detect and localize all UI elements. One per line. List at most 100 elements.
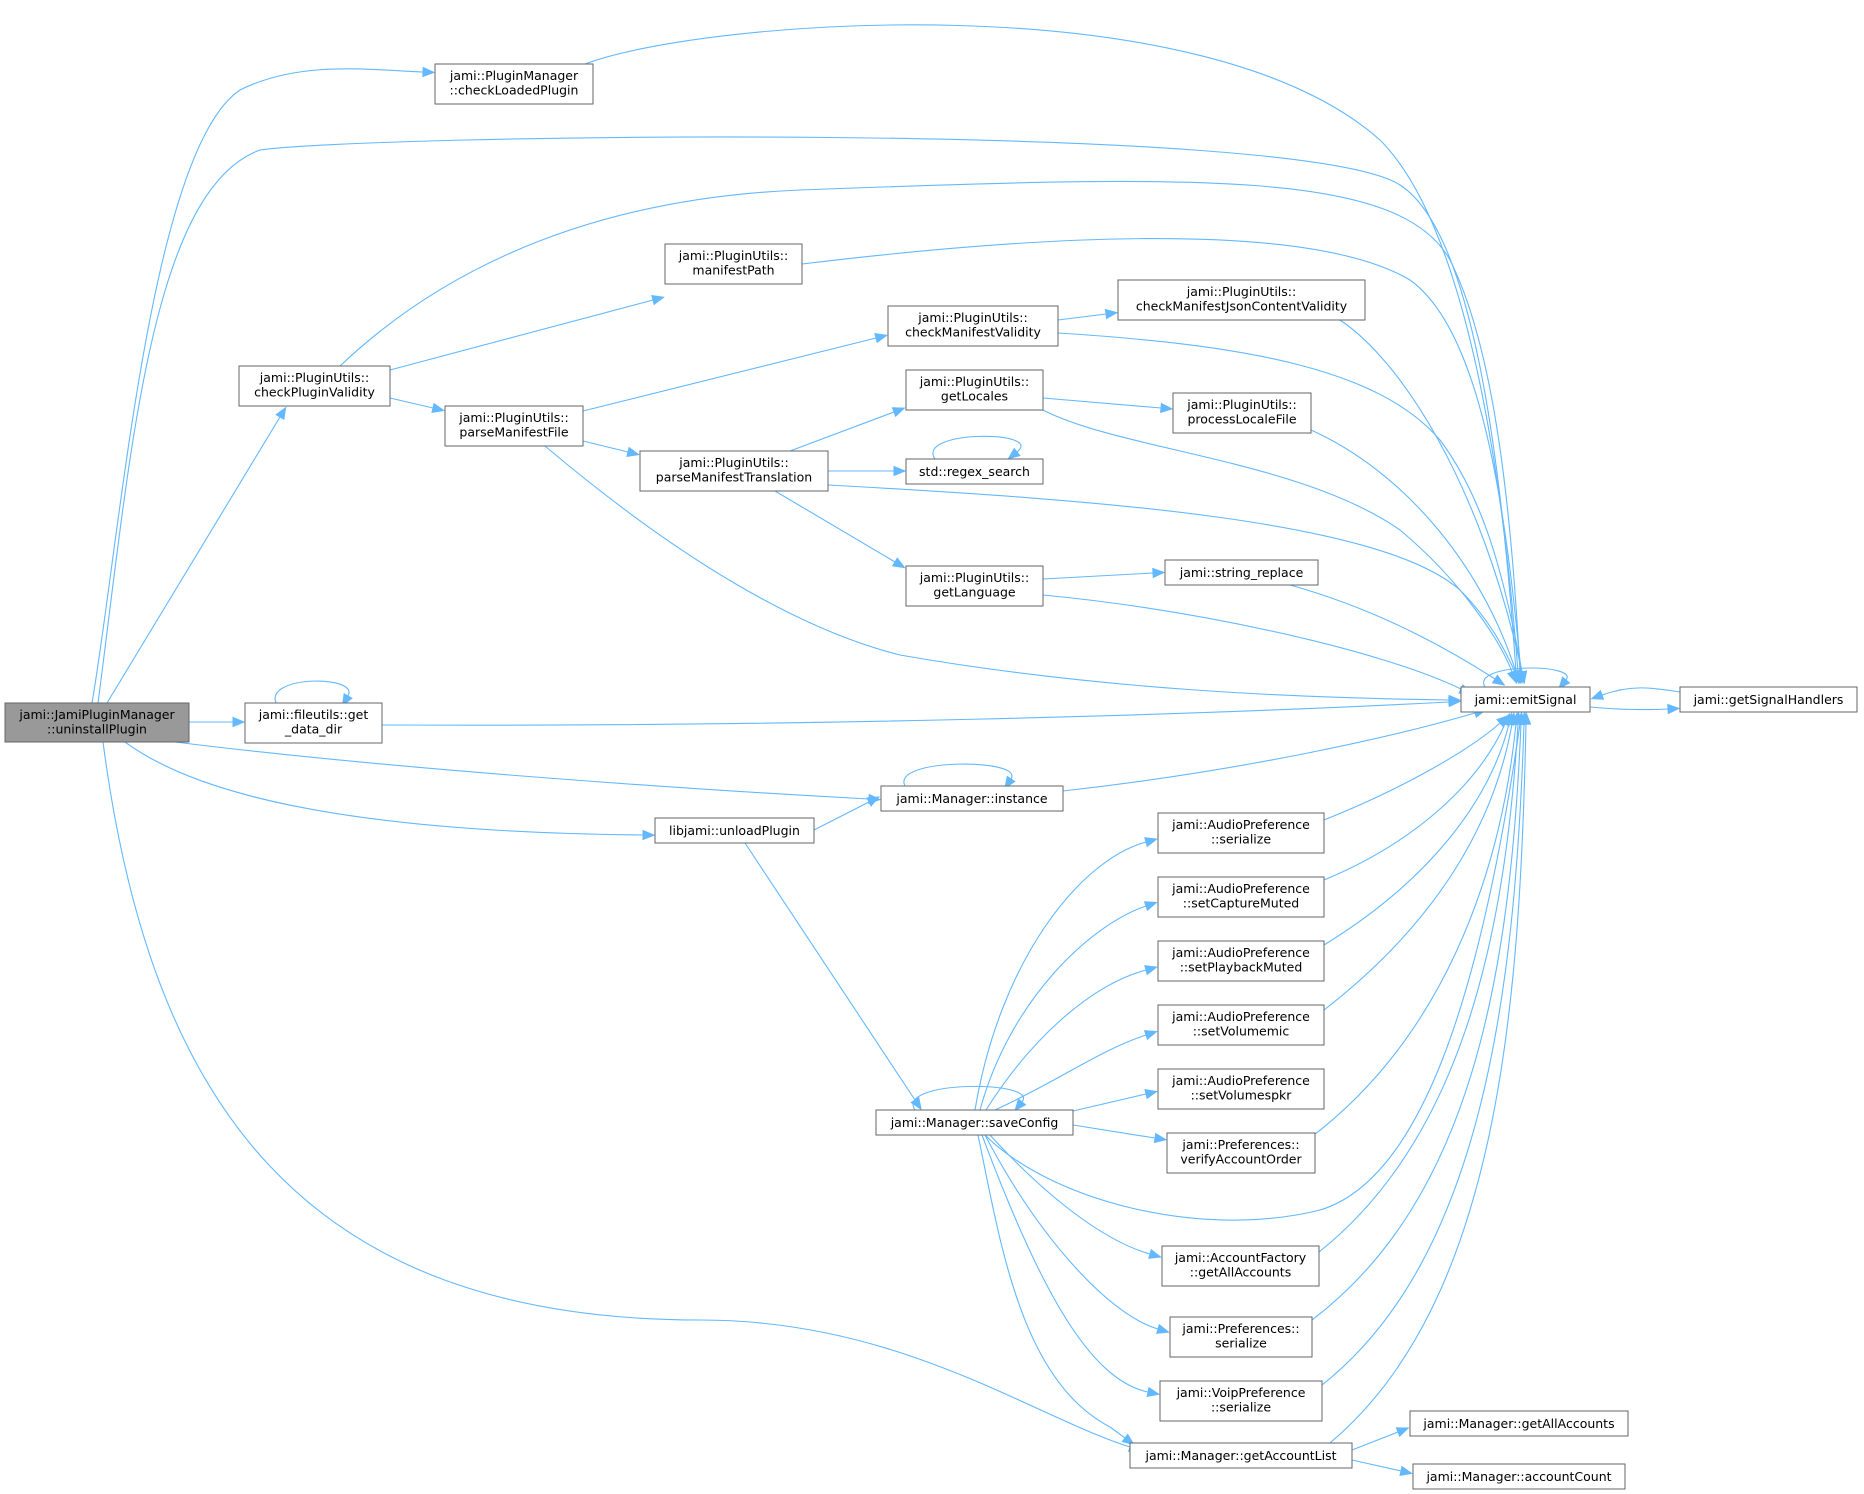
node-box	[1679, 686, 1858, 713]
node-saveConfig[interactable]: jami::Manager::saveConfig	[875, 1109, 1074, 1136]
edge-uninstall-to-instance	[174, 741, 882, 805]
node-checkValidity[interactable]: jami::PluginUtils::checkPluginValidity	[238, 365, 391, 407]
arrowhead	[893, 465, 907, 477]
node-getLocales[interactable]: jami::PluginUtils::getLocales	[905, 369, 1044, 411]
node-instance[interactable]: jami::Manager::instance	[880, 785, 1064, 812]
node-label: ::setVolumespkr	[1191, 1088, 1293, 1103]
node-box	[1412, 1463, 1626, 1490]
edge-saveConfig-to-verifyOrder	[1072, 1124, 1168, 1144]
node-label: jami::PluginUtils::	[919, 374, 1029, 389]
node-voipSerialize[interactable]: jami::VoipPreference::serialize	[1159, 1380, 1323, 1422]
node-stringReplace[interactable]: jami::string_replace	[1164, 559, 1319, 586]
edge-instance-to-emitSignal	[1062, 708, 1487, 792]
edge-accountList-to-emitSignal	[1329, 711, 1532, 1444]
node-apPlayback[interactable]: jami::AudioPreference::setPlaybackMuted	[1157, 940, 1325, 982]
node-parseManifest[interactable]: jami::PluginUtils::parseManifestFile	[444, 405, 584, 447]
node-checkJson[interactable]: jami::PluginUtils::checkManifestJsonCont…	[1117, 279, 1366, 321]
edge-getSignalHandlers-to-emitSignal	[1590, 687, 1681, 700]
edge-unloadPlugin-to-instance	[813, 796, 880, 831]
node-box	[1117, 279, 1366, 321]
node-box	[1157, 940, 1325, 982]
edge-saveConfig-to-apPlayback	[985, 965, 1158, 1111]
node-box	[1159, 1380, 1323, 1422]
node-verifyOrder[interactable]: jami::Preferences::verifyAccountOrder	[1166, 1132, 1316, 1174]
edge-saveConfig-to-voipSerialize	[981, 1134, 1161, 1398]
arrowhead	[232, 716, 246, 728]
node-label: jami::Preferences::	[1181, 1137, 1299, 1152]
node-box	[4, 702, 190, 743]
edge-prefSerialize-to-emitSignal	[1311, 711, 1527, 1321]
node-mgrAll[interactable]: jami::Manager::getAllAccounts	[1409, 1410, 1629, 1437]
edge-saveConfig-to-apVolMic	[994, 1030, 1158, 1111]
node-label: getLocales	[941, 389, 1008, 404]
node-checkManifestValidity[interactable]: jami::PluginUtils::checkManifestValidity	[887, 305, 1059, 347]
node-accountList[interactable]: jami::Manager::getAccountList	[1129, 1442, 1353, 1469]
node-label: ::serialize	[1211, 832, 1271, 847]
node-box	[1161, 1245, 1320, 1287]
node-label: jami::JamiPluginManager	[18, 707, 175, 722]
edge-uninstall-to-unloadPlugin	[124, 741, 656, 841]
node-afAll[interactable]: jami::AccountFactory::getAllAccounts	[1161, 1245, 1320, 1287]
edge-apVolMic-to-emitSignal	[1323, 711, 1518, 1011]
arrowhead	[1152, 567, 1166, 579]
arrowhead	[866, 796, 880, 807]
node-box	[664, 243, 803, 285]
node-getDataDir[interactable]: jami::fileutils::get_data_dir	[244, 702, 383, 744]
edge-apPlayback-to-emitSignal	[1323, 712, 1514, 946]
edge-parseManifest-to-checkManifestValidity	[582, 333, 888, 412]
node-apVolSpkr[interactable]: jami::AudioPreference::setVolumespkr	[1157, 1068, 1325, 1110]
arrowhead	[1146, 1386, 1161, 1398]
edge-getLocales-to-processLocale	[1042, 397, 1174, 414]
arrowhead	[1004, 775, 1016, 790]
arrowhead	[626, 446, 640, 457]
edge-saveConfig-to-afAll	[989, 1134, 1162, 1259]
edge-checkValidity-to-manifestPath	[389, 295, 665, 371]
node-apVolMic[interactable]: jami::AudioPreference::setVolumemic	[1157, 1004, 1325, 1046]
node-getSignalHandlers[interactable]: jami::getSignalHandlers	[1679, 686, 1858, 713]
edge-apSerialize-to-emitSignal	[1323, 714, 1510, 821]
node-label: parseManifestFile	[459, 425, 569, 440]
node-accountCount[interactable]: jami::Manager::accountCount	[1412, 1463, 1626, 1490]
arrowhead	[891, 557, 906, 569]
node-box	[905, 369, 1044, 411]
node-regex[interactable]: std::regex_search	[905, 458, 1044, 485]
edge-checkValidity-to-parseManifest	[389, 397, 446, 413]
node-box	[444, 405, 584, 447]
edge-getLocales-to-emitSignal	[1042, 409, 1517, 684]
node-label: jami::VoipPreference	[1176, 1385, 1306, 1400]
edge-getLanguage-to-emitSignal	[1042, 594, 1473, 695]
node-apSerialize[interactable]: jami::AudioPreference::serialize	[1157, 812, 1325, 854]
node-manifestPath[interactable]: jami::PluginUtils::manifestPath	[664, 243, 803, 285]
node-box	[1460, 686, 1591, 713]
node-prefSerialize[interactable]: jami::Preferences::serialize	[1169, 1316, 1313, 1358]
arrowhead	[1148, 1248, 1162, 1259]
edge-saveConfig-to-accountList	[977, 1134, 1135, 1446]
arrowhead	[1007, 447, 1021, 460]
node-parseTranslation[interactable]: jami::PluginUtils::parseManifestTranslat…	[639, 450, 829, 492]
node-label: jami::PluginUtils::	[458, 410, 568, 425]
arrowhead	[1160, 402, 1174, 414]
node-uninstall[interactable]: jami::JamiPluginManager::uninstallPlugin	[4, 702, 190, 743]
node-getLanguage[interactable]: jami::PluginUtils::getLanguage	[905, 565, 1044, 607]
arrowhead	[275, 406, 287, 421]
node-label: jami::Manager::instance	[895, 791, 1047, 806]
node-box	[905, 458, 1044, 485]
node-label: jami::Manager::getAccountList	[1144, 1448, 1336, 1463]
edge-stringReplace-to-emitSignal	[1289, 584, 1506, 686]
node-box	[1409, 1410, 1629, 1437]
node-label: verifyAccountOrder	[1180, 1152, 1302, 1167]
node-box	[1129, 1442, 1353, 1469]
node-emitSignal[interactable]: jami::emitSignal	[1460, 686, 1591, 713]
arrowhead	[651, 295, 665, 306]
node-box	[654, 817, 815, 844]
arrowhead	[1510, 669, 1521, 684]
edge-saveConfig-to-prefSerialize	[984, 1134, 1170, 1334]
node-label: jami::PluginUtils::	[1186, 397, 1296, 412]
edge-accountList-to-mgrAll	[1351, 1427, 1410, 1451]
node-processLocale[interactable]: jami::PluginUtils::processLocaleFile	[1172, 392, 1312, 434]
node-apCapture[interactable]: jami::AudioPreference::setCaptureMuted	[1157, 876, 1325, 918]
node-label: jami::AudioPreference	[1171, 1073, 1310, 1088]
node-checkLoaded[interactable]: jami::PluginManager::checkLoadedPlugin	[434, 63, 594, 105]
node-unloadPlugin[interactable]: libjami::unloadPlugin	[654, 817, 815, 844]
